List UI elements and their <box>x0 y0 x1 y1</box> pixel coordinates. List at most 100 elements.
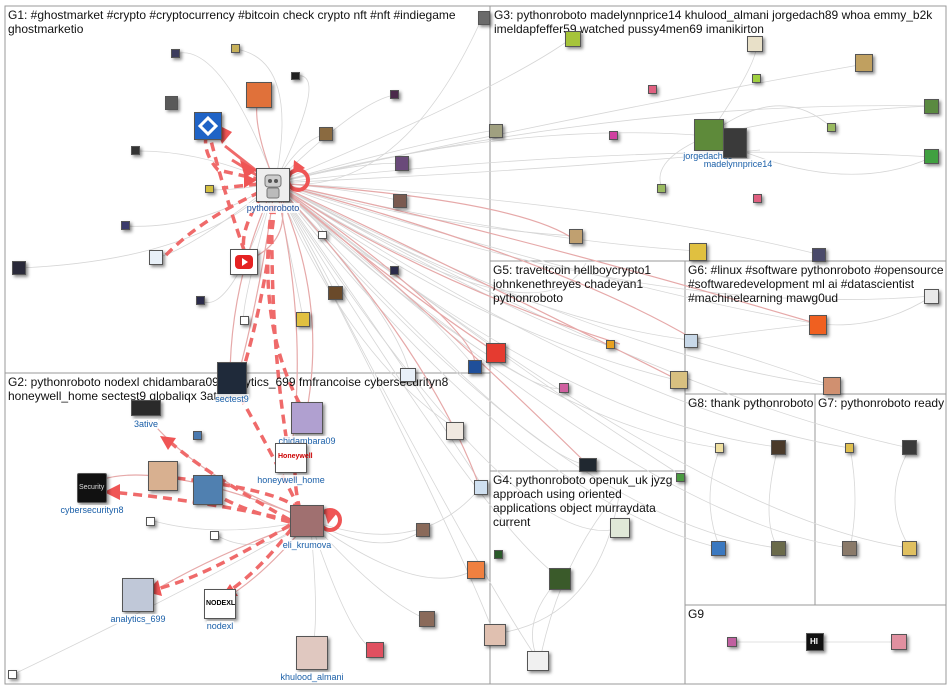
node-g1-f[interactable] <box>319 127 333 141</box>
node-g3-a[interactable] <box>565 31 581 47</box>
node-g7-b[interactable] <box>902 440 917 455</box>
node-g1-c[interactable] <box>291 72 300 80</box>
node-g3-h[interactable] <box>609 131 618 140</box>
node-g2-j[interactable] <box>366 642 384 658</box>
node-orange-logo[interactable] <box>246 82 272 108</box>
node-g1-i[interactable] <box>205 185 214 193</box>
node-jorgedach89[interactable] <box>694 119 724 151</box>
node-g4-f[interactable] <box>527 651 549 671</box>
group-label-g3: G3: pythonroboto madelynnprice14 khulood… <box>494 8 933 36</box>
node-g9-c[interactable] <box>891 634 907 650</box>
node-g1-r[interactable] <box>296 312 310 327</box>
node-g1-q[interactable] <box>196 296 205 305</box>
node-g4-a[interactable] <box>610 518 630 538</box>
node-sectest9[interactable] <box>217 362 247 396</box>
node-g1-u[interactable] <box>478 11 490 25</box>
node-g4-b[interactable] <box>676 473 685 482</box>
node-g3-b[interactable] <box>747 36 763 52</box>
node-g2-c[interactable] <box>446 422 464 440</box>
node-g4-c[interactable] <box>549 568 571 590</box>
group-label-g8: G8: thank pythonroboto <box>688 396 814 410</box>
node-g2-e[interactable] <box>210 531 219 540</box>
node-g1-m[interactable] <box>149 250 163 265</box>
node-g5-a[interactable] <box>606 340 615 349</box>
node-g2-k[interactable] <box>8 670 17 679</box>
node-pythonroboto[interactable] <box>256 168 290 202</box>
node-g1-j[interactable] <box>393 194 407 208</box>
group-label-g1: G1: #ghostmarket #crypto #cryptocurrency… <box>8 8 456 36</box>
node-g3-m[interactable] <box>569 229 583 244</box>
node-g1-t[interactable] <box>468 360 482 374</box>
node-g8-a[interactable] <box>715 443 724 453</box>
node-g5-d[interactable] <box>579 458 597 472</box>
node-g6-b[interactable] <box>924 289 939 304</box>
node-chidambara09[interactable] <box>291 402 323 434</box>
node-g1-p[interactable] <box>328 286 343 300</box>
nodexl-logo-text: NODEXL <box>206 600 236 607</box>
node-g7-c[interactable] <box>842 541 857 556</box>
node-g1-a[interactable] <box>171 49 180 58</box>
node-khulood-almani[interactable] <box>296 636 328 670</box>
node-eli-krumova[interactable] <box>290 505 324 537</box>
node-cybersecurityn8[interactable]: Security <box>77 473 107 503</box>
node-g2-h[interactable] <box>467 561 485 579</box>
node-g1-h[interactable] <box>395 156 409 171</box>
node-nodexl[interactable]: NODEXL <box>204 589 236 619</box>
node-g3-l[interactable] <box>753 194 762 203</box>
node-g2-a[interactable] <box>400 368 416 382</box>
node-g1-g[interactable] <box>131 146 140 155</box>
node-g5-b[interactable] <box>670 371 688 389</box>
node-g7-d[interactable] <box>902 541 917 556</box>
node-g3-i[interactable] <box>827 123 836 132</box>
node-madelynnprice14[interactable] <box>723 128 747 158</box>
node-g1-n[interactable] <box>12 261 26 275</box>
node-g6-orange[interactable] <box>809 315 827 335</box>
node-g1-b[interactable] <box>231 44 240 53</box>
node-g2-b[interactable] <box>193 431 202 440</box>
node-g2-d[interactable] <box>146 517 155 526</box>
node-g1-o[interactable] <box>390 266 399 275</box>
node-g5-c[interactable] <box>559 383 569 393</box>
node-g5-red[interactable] <box>486 343 506 363</box>
node-g1-d[interactable] <box>165 96 178 110</box>
node-g9-a[interactable] <box>727 637 737 647</box>
node-g9-b[interactable]: HI <box>806 633 824 651</box>
node-g3-e[interactable] <box>648 85 657 94</box>
node-analytics-699[interactable] <box>122 578 154 612</box>
node-globaliqx[interactable] <box>193 475 223 505</box>
node-g1-s[interactable] <box>240 316 249 325</box>
label-pythonroboto: pythonroboto <box>246 203 300 213</box>
node-g2-g[interactable] <box>474 480 488 495</box>
label-chidambara09: chidambara09 <box>278 436 336 446</box>
label-3ative: 3ative <box>133 419 159 429</box>
node-g1-k[interactable] <box>121 221 130 230</box>
node-g4-e[interactable] <box>484 624 506 646</box>
node-g7-a[interactable] <box>845 443 854 453</box>
node-g3-j[interactable] <box>924 149 939 164</box>
node-g2-f[interactable] <box>416 523 430 537</box>
group-label-g7: G7: pythonroboto ready <box>818 396 945 410</box>
node-g3-d[interactable] <box>752 74 761 83</box>
node-fmfrancoise[interactable] <box>148 461 178 491</box>
label-cybersecurityn8: cybersecurityn8 <box>60 505 124 515</box>
node-g8-b[interactable] <box>771 440 786 455</box>
node-honeywell-home[interactable]: Honeywell <box>275 443 313 473</box>
node-g1-e[interactable] <box>390 90 399 99</box>
node-g8-c[interactable] <box>711 541 726 556</box>
node-g3-n[interactable] <box>689 243 707 261</box>
node-blue-logo[interactable] <box>194 112 222 140</box>
node-3ative[interactable] <box>131 400 161 416</box>
node-g3-f[interactable] <box>924 99 939 114</box>
node-g6-c[interactable] <box>823 377 841 395</box>
node-g4-d[interactable] <box>494 550 503 559</box>
node-g2-i[interactable] <box>419 611 435 627</box>
node-g1-l[interactable] <box>318 231 327 239</box>
node-g3-g[interactable] <box>489 124 503 138</box>
node-g8-d[interactable] <box>771 541 786 556</box>
node-g3-k[interactable] <box>657 184 666 193</box>
robot-avatar-icon <box>264 174 282 199</box>
node-g3-o[interactable] <box>812 248 826 262</box>
node-g6-a[interactable] <box>684 334 698 348</box>
node-youtube[interactable] <box>230 249 258 275</box>
node-g3-c[interactable] <box>855 54 873 72</box>
